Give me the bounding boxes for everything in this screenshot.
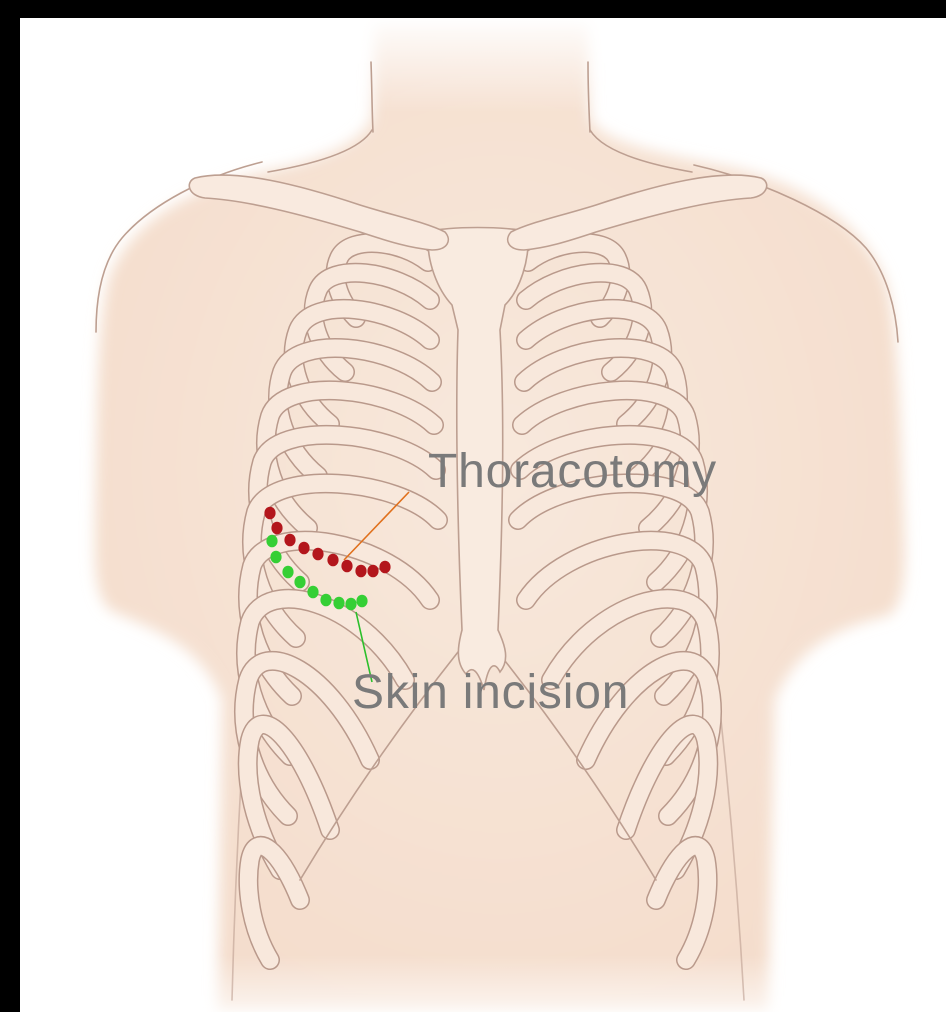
left-black-border bbox=[0, 0, 20, 1012]
thoracotomy-label: Thoracotomy bbox=[428, 445, 717, 498]
skin-incision-dot bbox=[345, 598, 356, 611]
thoracotomy-dot bbox=[367, 565, 378, 578]
thoracotomy-dot bbox=[271, 522, 282, 535]
thoracotomy-dot bbox=[379, 561, 390, 574]
skin-incision-dot bbox=[282, 566, 293, 579]
skin-incision-dot bbox=[270, 551, 281, 564]
thoracotomy-dot bbox=[264, 507, 275, 520]
skin-incision-dot bbox=[307, 586, 318, 599]
thoracotomy-dot bbox=[355, 565, 366, 578]
skin-incision-dot bbox=[356, 595, 367, 608]
skin-incision-dot bbox=[320, 594, 331, 607]
thoracotomy-dot bbox=[327, 554, 338, 567]
skin-incision-dot bbox=[333, 597, 344, 610]
neck-fade bbox=[340, 18, 630, 113]
thoracotomy-dot bbox=[341, 560, 352, 573]
bottom-fade bbox=[200, 955, 790, 1012]
skin-incision-dot bbox=[294, 576, 305, 589]
skin-incision-dot bbox=[266, 535, 277, 548]
skin-incision-label: Skin incision bbox=[352, 666, 629, 719]
thoracotomy-dot bbox=[284, 534, 295, 547]
top-black-border bbox=[0, 0, 946, 18]
thoracotomy-dot bbox=[298, 542, 309, 555]
thoracotomy-dot bbox=[312, 548, 323, 561]
